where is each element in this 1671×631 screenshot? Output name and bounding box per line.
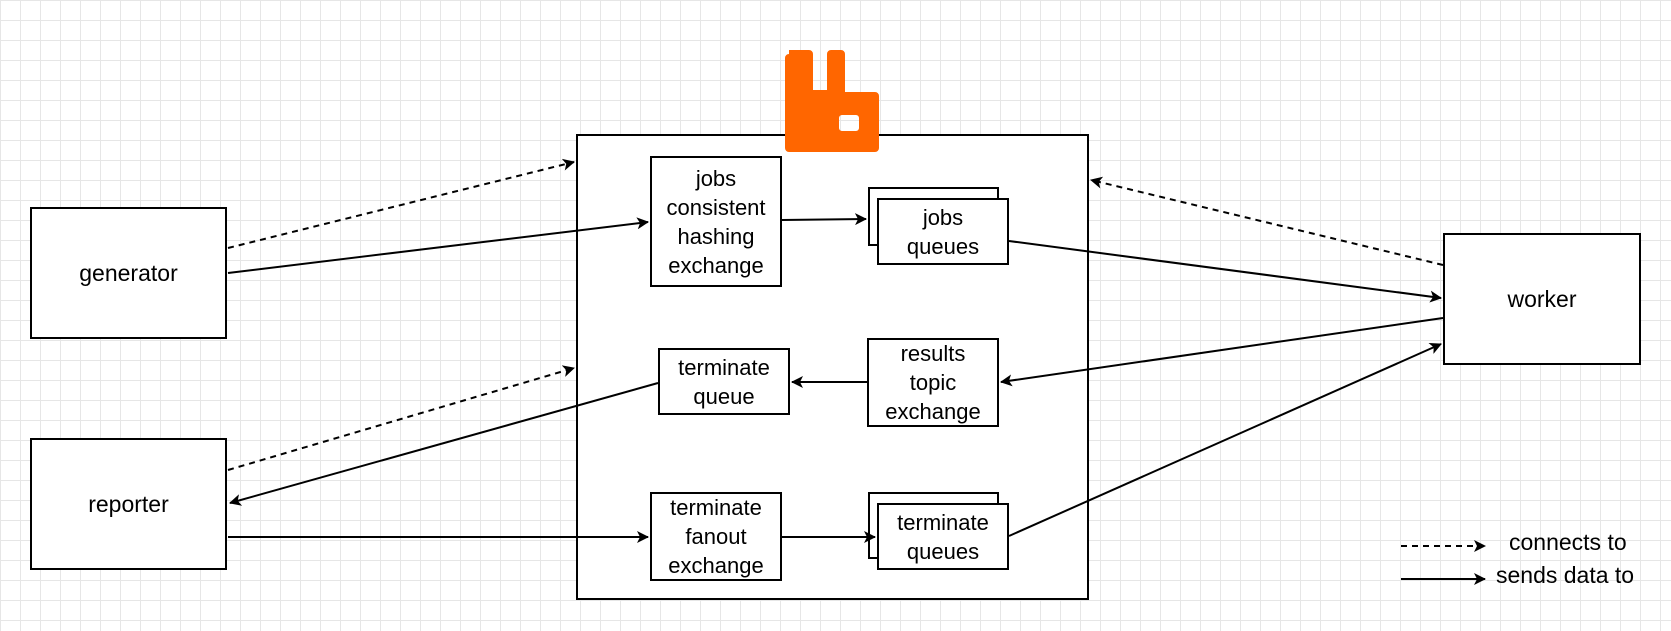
jobs-queues-label: jobs queues bbox=[906, 204, 980, 259]
worker-label: worker bbox=[1507, 285, 1577, 312]
reporter-label: reporter bbox=[88, 490, 169, 517]
results-exchange-box: results topic exchange bbox=[867, 338, 999, 427]
generator-box: generator bbox=[30, 207, 227, 339]
terminate-queues-label: terminate queues bbox=[897, 509, 989, 564]
jobs-exchange-label: jobs consistent hashing exchange bbox=[666, 165, 766, 278]
worker-box: worker bbox=[1443, 233, 1641, 365]
legend-connects-label: connects to bbox=[1509, 529, 1627, 555]
generator-connects-arrow bbox=[227, 158, 575, 249]
jobs-queues-box: jobs queues bbox=[877, 198, 1009, 265]
generator-label: generator bbox=[79, 259, 178, 286]
legend-sends-label: sends data to bbox=[1496, 562, 1635, 588]
results-exchange-label: results topic exchange bbox=[885, 341, 981, 424]
terminate-queue-label: terminate queue bbox=[678, 354, 770, 409]
worker-connects-arrow bbox=[1090, 176, 1444, 266]
reporter-connects-arrow bbox=[227, 365, 575, 471]
jobs-exchange-box: jobs consistent hashing exchange bbox=[650, 156, 782, 287]
terminate-queue-box: terminate queue bbox=[658, 348, 790, 415]
terminate-queues-box: terminate queues bbox=[877, 503, 1009, 570]
terminate-exchange-box: terminate fanout exchange bbox=[650, 492, 782, 581]
terminate-exchange-label: terminate fanout exchange bbox=[668, 495, 764, 578]
reporter-box: reporter bbox=[30, 438, 227, 570]
